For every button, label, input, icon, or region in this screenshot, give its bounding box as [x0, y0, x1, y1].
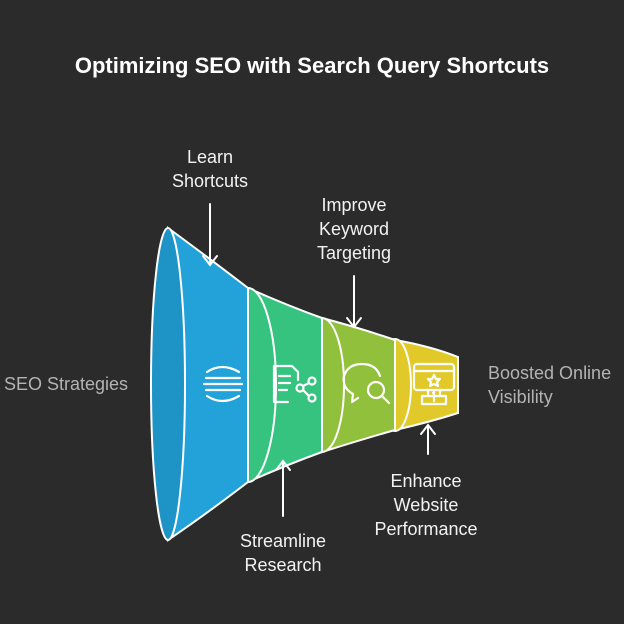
arrow-improve — [346, 275, 362, 329]
page-title: Optimizing SEO with Search Query Shortcu… — [74, 53, 550, 78]
document-share-icon — [272, 364, 317, 404]
funnel-mouth — [150, 227, 186, 541]
funnel-segment-enhance — [394, 338, 459, 432]
input-label: SEO Strategies — [4, 374, 129, 394]
arrow-learn — [202, 203, 218, 267]
output-label: Boosted Online Visibility — [488, 363, 612, 407]
stage-label-streamline: Streamline Research — [239, 531, 327, 575]
lines-stack-icon — [202, 365, 244, 403]
arrow-enhance — [420, 423, 436, 455]
chat-search-icon — [342, 362, 391, 405]
stage-label-enhance: Enhance Website Performance — [374, 471, 478, 539]
arrow-streamline — [275, 459, 291, 517]
browser-star-podium-icon — [412, 362, 456, 406]
stage-label-improve: Improve Keyword Targeting — [316, 195, 392, 263]
stage-label-learn: Learn Shortcuts — [171, 147, 249, 191]
